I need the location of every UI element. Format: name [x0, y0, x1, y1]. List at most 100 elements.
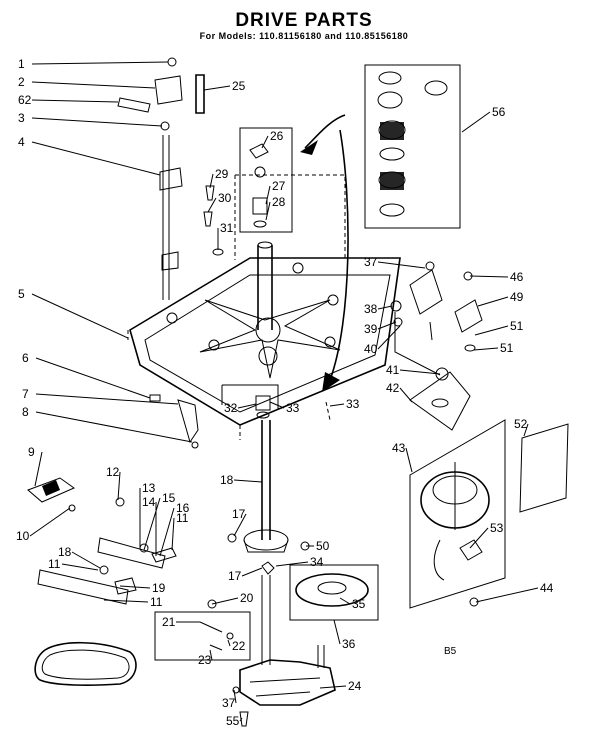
callout-37: 37 — [222, 696, 236, 710]
callout-leader-39 — [377, 321, 397, 330]
callout-leader-19 — [119, 585, 151, 589]
callout-28: 28 — [272, 195, 286, 209]
callout-30: 30 — [218, 191, 232, 205]
callout-leader-32 — [237, 403, 257, 409]
callout-leader-27 — [265, 185, 271, 205]
callout-leader-49 — [477, 296, 509, 307]
callout-11: 11 — [48, 557, 61, 571]
callout-12: 12 — [106, 465, 120, 479]
lever-12 — [37, 569, 129, 605]
callout-leader-8 — [35, 411, 193, 443]
callout-leader-11 — [103, 599, 149, 603]
motor-box — [409, 419, 506, 609]
callout-34: 34 — [310, 555, 324, 569]
callout-leader-3 — [31, 117, 163, 127]
callout-leader-42 — [399, 387, 413, 403]
callout-leader-56 — [461, 111, 491, 133]
seal-kit-box — [364, 64, 461, 229]
callout-21: 21 — [162, 615, 176, 629]
callout-33: 33 — [286, 401, 300, 415]
callout-leader-52 — [523, 423, 529, 437]
callout-leader-16 — [159, 507, 175, 557]
callout-50: 50 — [316, 539, 330, 553]
callout-51: 51 — [510, 319, 524, 333]
callout-leader-15 — [143, 497, 161, 551]
callout-41: 41 — [386, 363, 400, 377]
callout-leader-29 — [209, 173, 214, 189]
callout-26: 26 — [270, 129, 284, 143]
page-title: DRIVE PARTS — [235, 10, 373, 31]
callout-leader-44 — [475, 587, 539, 603]
callout-35: 35 — [352, 597, 366, 611]
callout-8: 8 — [22, 405, 29, 419]
callout-leader-7 — [35, 393, 179, 405]
callout-leader-26 — [261, 135, 269, 149]
callout-leader-36 — [333, 619, 341, 645]
callout-39: 39 — [364, 322, 378, 336]
callout-38: 38 — [364, 302, 378, 316]
callout-62: 62 — [18, 93, 32, 107]
callout-leader-9 — [34, 451, 43, 487]
callout-27: 27 — [272, 179, 286, 193]
callout-1: 1 — [18, 57, 25, 71]
callout-14: 14 — [142, 495, 156, 509]
callout-leader-35 — [339, 597, 351, 605]
callout-leader-17 — [241, 567, 263, 577]
diagram-code: B5 — [444, 646, 457, 657]
callout-56: 56 — [492, 105, 506, 119]
callout-19: 19 — [152, 581, 166, 595]
callout-9: 9 — [28, 445, 35, 459]
callout-leader-51 — [474, 325, 509, 336]
callout-leader-18 — [71, 551, 101, 569]
callout-25: 25 — [232, 79, 246, 93]
callout-43: 43 — [392, 441, 406, 455]
callout-leader-55 — [239, 717, 243, 722]
callout-2: 2 — [18, 75, 25, 89]
callout-22: 22 — [232, 639, 246, 653]
callout-leader-22 — [227, 639, 231, 647]
callout-44: 44 — [540, 581, 554, 595]
callout-leader-38 — [377, 305, 393, 310]
callout-20: 20 — [240, 591, 254, 605]
callout-11: 11 — [150, 595, 163, 609]
callout-10: 10 — [16, 529, 30, 543]
callout-29: 29 — [215, 167, 229, 181]
callout-leader-34 — [275, 561, 309, 567]
callout-17: 17 — [232, 507, 246, 521]
callout-6: 6 — [22, 351, 29, 365]
callout-42: 42 — [386, 381, 400, 395]
callout-leader-33 — [329, 403, 345, 407]
callout-leader-11 — [61, 563, 99, 571]
callout-leader-20 — [211, 597, 239, 605]
callout-leader-46 — [469, 275, 509, 278]
callout-11: 11 — [176, 511, 189, 525]
parts-artwork — [27, 57, 569, 727]
model-subtitle: For Models: 110.81156180 and 110.8515618… — [199, 31, 409, 41]
callout-leader-37 — [233, 689, 237, 704]
callout-leader-24 — [319, 685, 347, 689]
pin-group-box — [154, 611, 251, 661]
callout-53: 53 — [490, 521, 504, 535]
callout-49: 49 — [510, 290, 524, 304]
callout-leader-10 — [29, 507, 71, 537]
callout-leader-43 — [405, 447, 413, 473]
callout-16: 16 — [176, 501, 190, 515]
wiring-cover — [519, 423, 569, 513]
callout-leader-33 — [269, 401, 285, 409]
callout-55: 55 — [226, 714, 240, 728]
callout-37: 37 — [364, 255, 378, 269]
callout-leader-11 — [171, 517, 175, 551]
callout-3: 3 — [18, 111, 25, 125]
callout-leaders — [29, 61, 539, 722]
callout-leader-18 — [233, 479, 263, 483]
callout-leader-23 — [209, 649, 213, 661]
callout-7: 7 — [22, 387, 29, 401]
callout-31: 31 — [220, 221, 234, 235]
callout-4: 4 — [18, 135, 25, 149]
callout-33: 33 — [346, 397, 360, 411]
callout-leader-17 — [233, 513, 247, 537]
callout-leader-1 — [31, 61, 169, 65]
callout-leader-40 — [377, 325, 401, 350]
